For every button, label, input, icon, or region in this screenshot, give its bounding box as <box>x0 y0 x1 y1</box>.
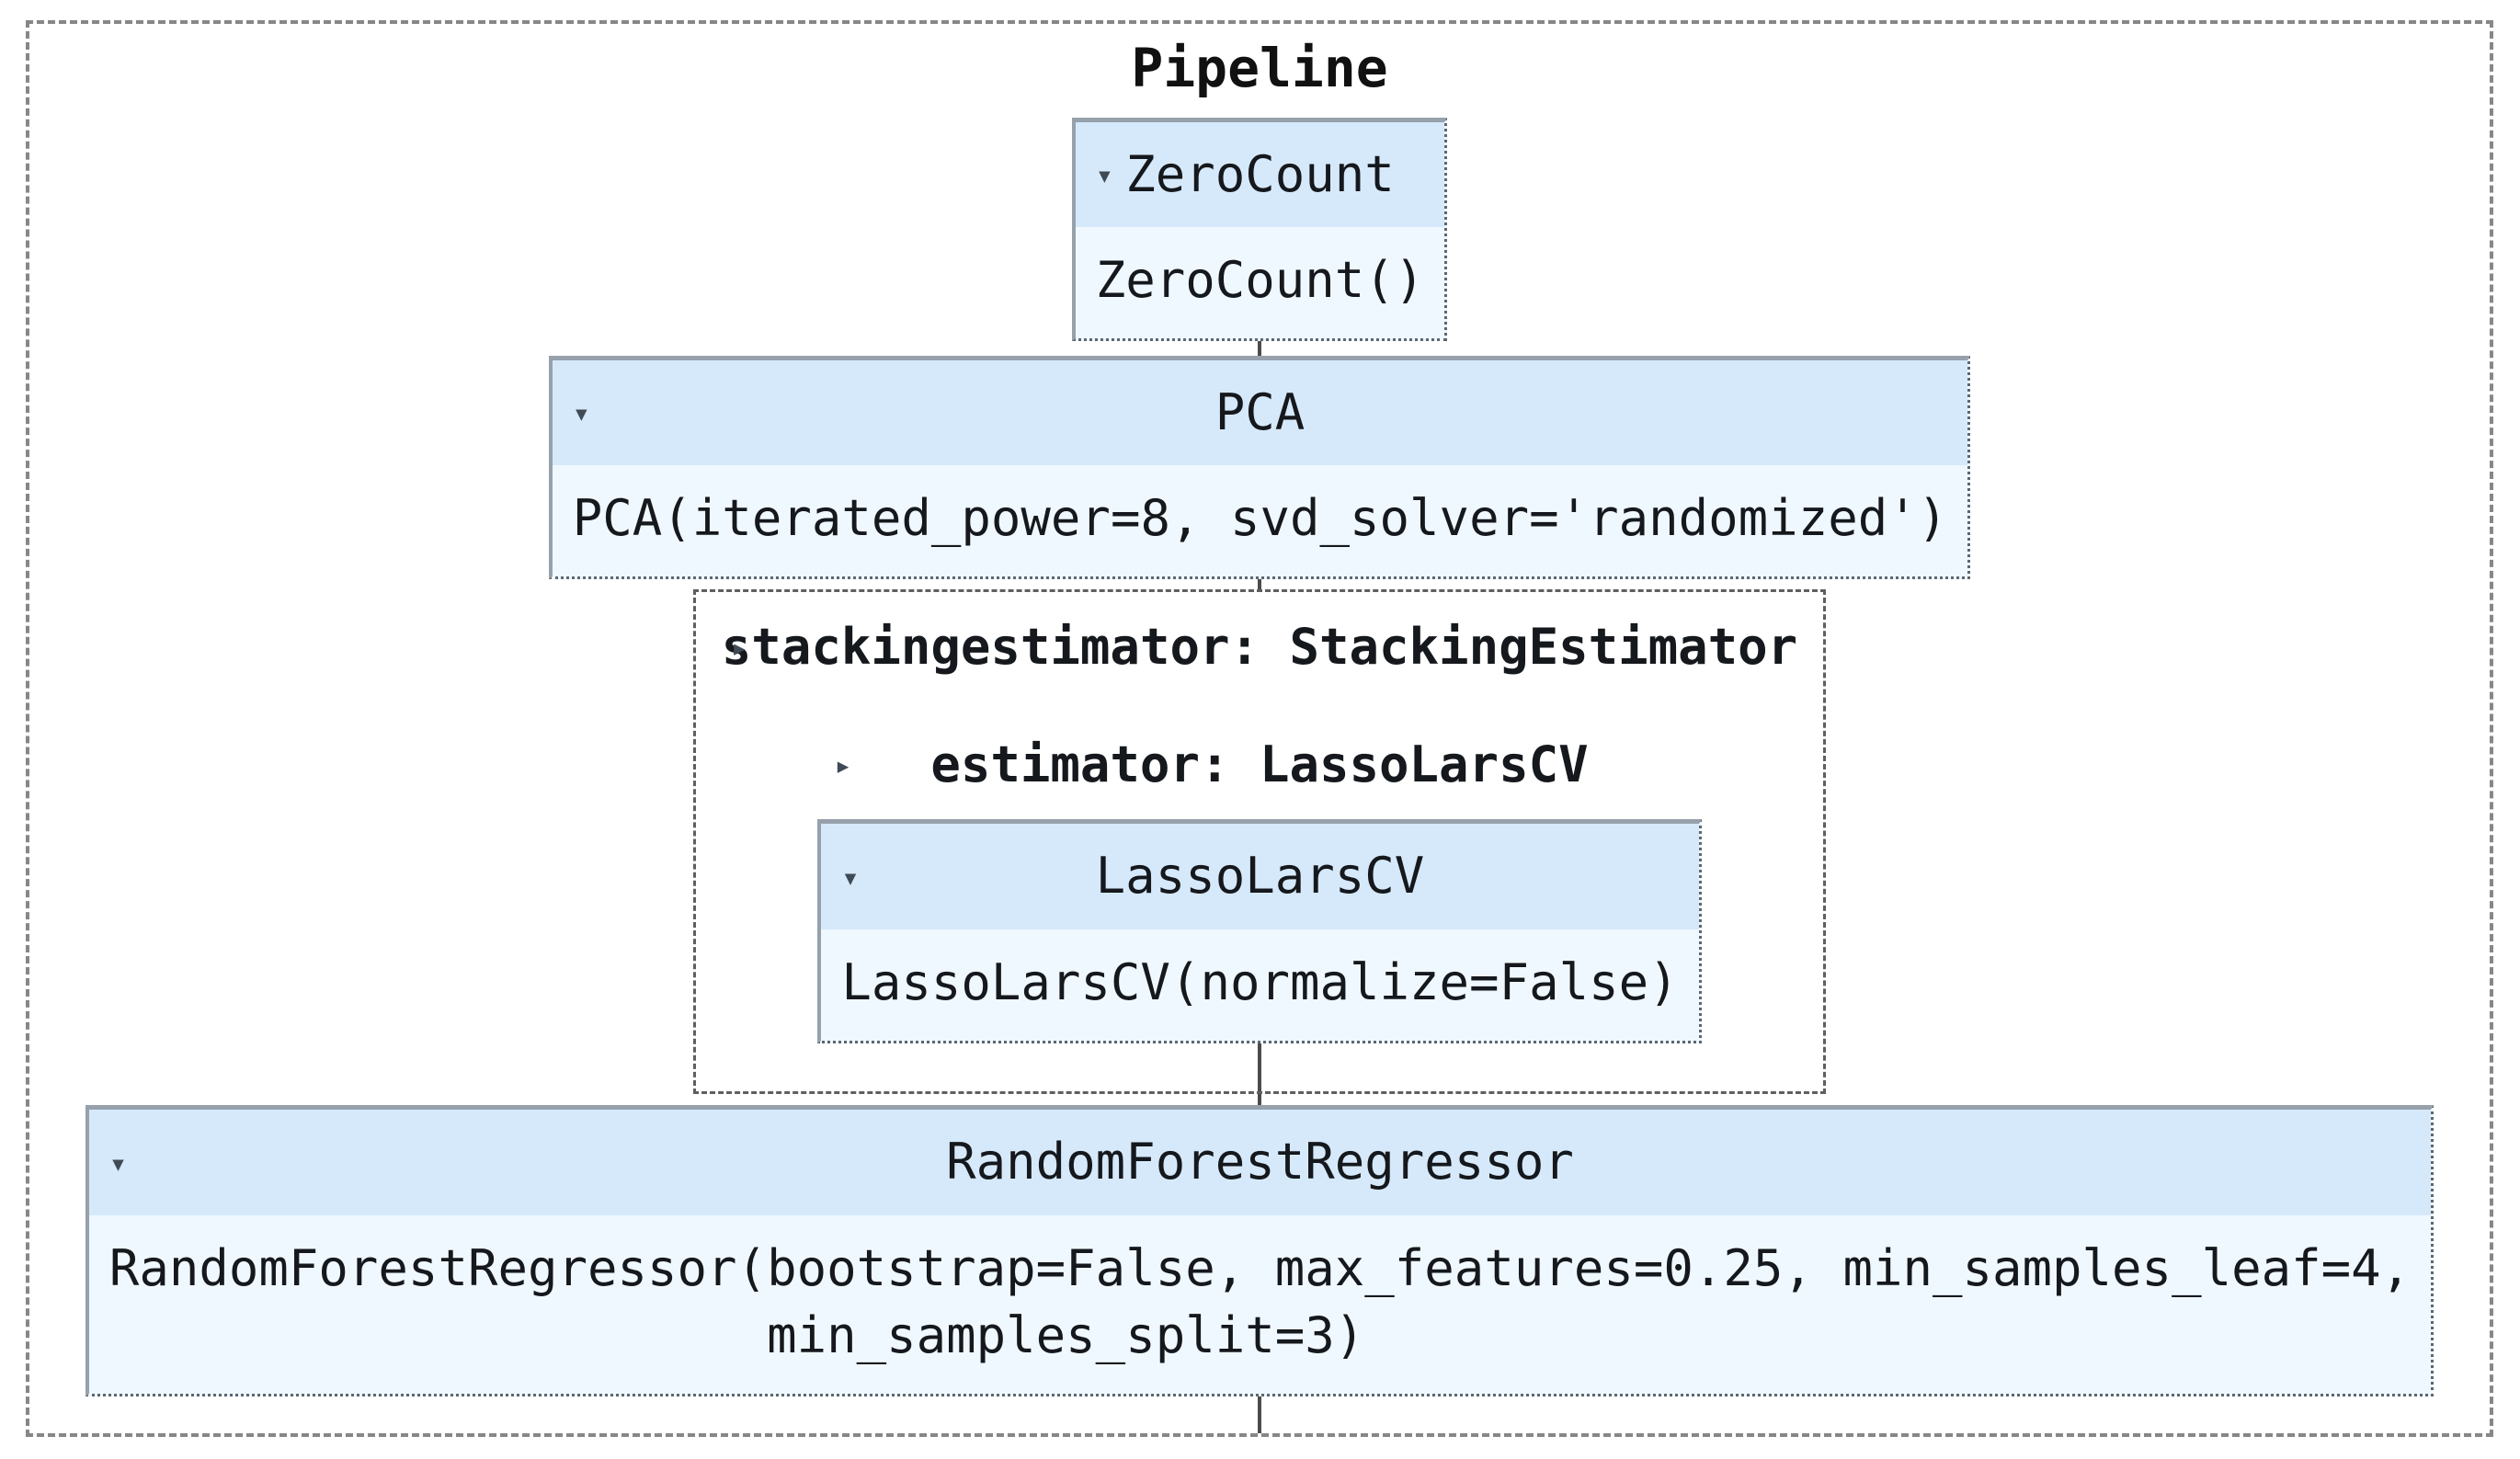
stackingestimator-label-text: stackingestimator: StackingEstimator <box>721 618 1798 677</box>
caret-down-icon: ▾ <box>1095 156 1113 192</box>
estimator-label-text: estimator: LassoLarsCV <box>930 735 1589 793</box>
stackingestimator-group: ▸ stackingestimator: StackingEstimator ▸… <box>692 589 1827 1094</box>
estimator-box-pca: ▾ PCA PCA(iterated_power=8, svd_solver='… <box>548 355 1971 580</box>
caret-right-icon: ▸ <box>834 747 852 782</box>
zerocount-params: ZeroCount() <box>1095 251 1425 310</box>
caret-down-icon: ▾ <box>572 394 591 430</box>
lassolarscv-label: LassoLarsCV <box>1095 847 1425 906</box>
estimator-box-zerocount: ▾ ZeroCount ZeroCount() <box>1071 117 1448 342</box>
pipeline-title: Pipeline <box>1131 37 1388 99</box>
zerocount-toggle-header[interactable]: ▾ ZeroCount <box>1075 121 1445 228</box>
connector-line <box>1258 1093 1261 1106</box>
stackingestimator-toggle-label[interactable]: ▸ stackingestimator: StackingEstimator <box>722 605 1797 690</box>
caret-down-icon: ▾ <box>108 1145 128 1180</box>
randomforestregressor-params: RandomForestRegressor(bootstrap=False, m… <box>108 1239 2412 1365</box>
pca-toggle-header[interactable]: ▾ PCA <box>552 359 1968 466</box>
connector-line <box>1258 1396 1261 1433</box>
connector-line <box>1258 341 1261 356</box>
zerocount-label: ZeroCount <box>1125 144 1395 203</box>
randomforestregressor-label: RandomForestRegressor <box>946 1133 1574 1191</box>
estimator-subgroup: ▸ estimator: LassoLarsCV ▾ LassoLarsCV L… <box>817 724 1702 1043</box>
lassolarscv-params: LassoLarsCV(normalize=False) <box>841 953 1679 1012</box>
caret-down-icon: ▾ <box>841 859 860 895</box>
randomforestregressor-toggle-header[interactable]: ▾ RandomForestRegressor <box>88 1110 2432 1216</box>
estimator-box-lassolarscv: ▾ LassoLarsCV LassoLarsCV(normalize=Fals… <box>817 819 1702 1043</box>
caret-right-icon: ▸ <box>730 630 749 666</box>
lassolarscv-toggle-header[interactable]: ▾ LassoLarsCV <box>821 824 1699 930</box>
estimator-toggle-label[interactable]: ▸ estimator: LassoLarsCV <box>817 724 1701 805</box>
connector-line <box>1257 1043 1261 1091</box>
estimator-box-randomforestregressor: ▾ RandomForestRegressor RandomForestRegr… <box>85 1105 2434 1396</box>
pca-label: PCA <box>1214 382 1306 441</box>
pca-params: PCA(iterated_power=8, svd_solver='random… <box>572 489 1948 548</box>
connector-line <box>1258 579 1261 590</box>
pipeline-container: Pipeline ▾ ZeroCount ZeroCount() ▾ PCA P… <box>26 20 2493 1437</box>
